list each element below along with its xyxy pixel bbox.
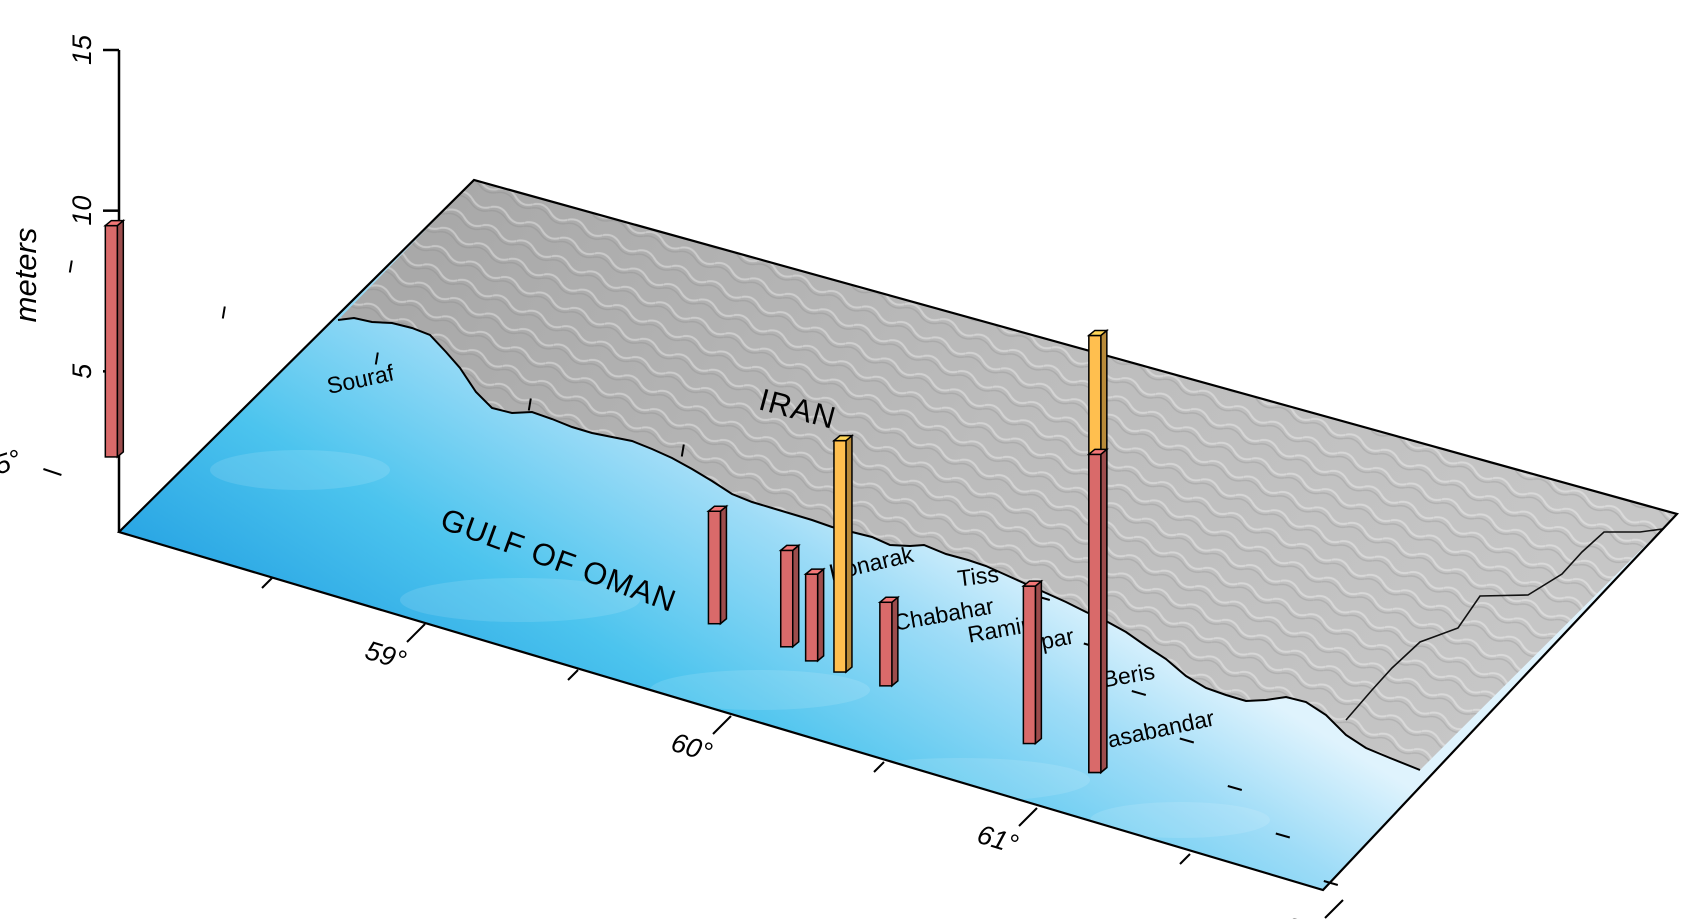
map-plane [119, 180, 1677, 890]
bar-front [804, 573, 819, 662]
lon-minor-tick [567, 669, 579, 681]
bar-tiss-0 [778, 543, 801, 649]
bar-souraf-0 [103, 218, 126, 459]
place-label-tiss: Tiss [956, 561, 1000, 592]
z-tick-label: 5 [67, 363, 97, 379]
lon-minor-tick-north [680, 444, 685, 457]
bar-top [877, 596, 900, 604]
map-frame [116, 178, 1680, 892]
coastline [337, 316, 1421, 771]
lat-minor-tick-east [1275, 832, 1291, 839]
bar-ramin-1 [831, 434, 855, 674]
bar-chabahar-0 [803, 567, 826, 663]
bar-side [816, 567, 825, 663]
z-axis-title: meters [8, 228, 43, 323]
lon-minor-tick-north [527, 398, 532, 411]
lat-tick-mark [43, 468, 62, 476]
lon-tick-mark [1018, 807, 1038, 827]
bar-front [707, 510, 722, 625]
lon-minor-tick-north [221, 306, 226, 319]
land-relief [338, 180, 1677, 770]
bar-front [1022, 585, 1037, 745]
bar-side [845, 434, 853, 674]
bar-pasabandar-0 [1086, 447, 1109, 775]
bar-konarak-0 [706, 504, 729, 626]
lon-minor-tick [1179, 853, 1191, 865]
lat-minor-tick-east [1131, 690, 1147, 696]
bar-top [803, 568, 826, 575]
bar-front [779, 549, 794, 648]
bar-top [706, 505, 729, 513]
bar-side [1034, 579, 1043, 746]
border-line [1345, 526, 1677, 721]
bar-top [103, 219, 126, 227]
lon-tick-label: 62° [1280, 911, 1328, 919]
lat-tick-label: 25° [0, 444, 25, 486]
lon-minor-tick [261, 577, 273, 589]
bar-top [1086, 448, 1109, 456]
lon-tick-label: 61° [974, 819, 1022, 860]
bar-side [1100, 447, 1108, 775]
lon-tick-label: 59° [362, 635, 410, 676]
lon-tick-mark [406, 623, 426, 643]
sea-texture [210, 450, 1270, 838]
lat-minor-tick-east [1323, 880, 1339, 886]
lon-tick-label: 60° [668, 727, 716, 768]
lon-minor-tick [873, 761, 885, 773]
bar-top [778, 544, 801, 552]
z-tick-label: 15 [67, 34, 97, 65]
bar-side [891, 595, 899, 688]
bar-top [1021, 580, 1044, 587]
bar-front [879, 601, 893, 687]
bar-beris-0 [1021, 579, 1044, 746]
bar-top [831, 434, 855, 442]
lon-minor-tick-north [68, 260, 73, 273]
z-tick-label: 10 [67, 196, 97, 226]
bar-lipar-0 [877, 595, 900, 688]
lon-minor-tick-north [374, 352, 379, 365]
bar-side [791, 543, 800, 649]
lat-minor-tick-east [1179, 737, 1195, 744]
bar-top [1086, 329, 1109, 337]
bar-side [719, 504, 728, 626]
lat-minor-tick-east [1227, 785, 1243, 791]
lon-tick-mark [712, 715, 732, 735]
bar-side [116, 218, 125, 459]
bars-layer [103, 218, 1109, 775]
lon-tick-mark [1324, 899, 1344, 919]
bar-front [833, 439, 847, 673]
z-ticks: 5 10 15 [67, 34, 119, 379]
bar-front [104, 224, 119, 458]
bar-front [1088, 453, 1102, 774]
